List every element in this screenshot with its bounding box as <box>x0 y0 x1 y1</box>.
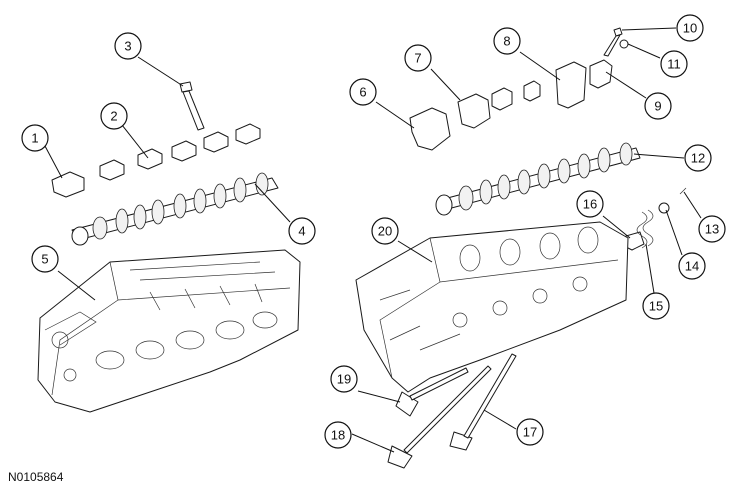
callout-5: 5 <box>31 245 59 273</box>
svg-text:9: 9 <box>654 99 661 114</box>
svg-text:19: 19 <box>337 372 351 387</box>
svg-text:1: 1 <box>31 131 38 146</box>
right-camshaft <box>435 142 641 216</box>
left-bolt <box>179 81 205 131</box>
callout-16: 16 <box>576 190 604 218</box>
right-rocker-arms <box>409 59 613 151</box>
callouts: 1 2 3 4 5 6 7 8 9 10 11 12 13 14 15 16 1… <box>21 14 726 449</box>
callout-6: 6 <box>349 78 377 106</box>
figure-id-label: N0105864 <box>8 470 64 484</box>
callout-20: 20 <box>371 217 399 245</box>
svg-text:18: 18 <box>331 428 345 443</box>
svg-text:8: 8 <box>503 34 510 49</box>
callout-4: 4 <box>288 217 316 245</box>
callout-8: 8 <box>493 27 521 55</box>
svg-text:7: 7 <box>414 51 421 66</box>
leader-lines <box>44 27 702 453</box>
left-roller-followers <box>51 123 261 198</box>
svg-text:2: 2 <box>110 109 117 124</box>
callout-10: 10 <box>676 14 704 42</box>
svg-text:11: 11 <box>667 57 681 72</box>
svg-text:6: 6 <box>359 85 366 100</box>
svg-text:14: 14 <box>685 259 699 274</box>
callout-13: 13 <box>698 215 726 243</box>
callout-7: 7 <box>404 44 432 72</box>
svg-text:12: 12 <box>691 151 705 166</box>
callout-12: 12 <box>684 144 712 172</box>
svg-text:5: 5 <box>41 252 48 267</box>
callout-15: 15 <box>642 292 670 320</box>
valves <box>387 353 517 469</box>
svg-text:4: 4 <box>298 224 305 239</box>
svg-text:16: 16 <box>583 197 597 212</box>
callout-9: 9 <box>644 92 672 120</box>
right-bolts <box>603 27 629 57</box>
svg-text:17: 17 <box>523 425 537 440</box>
left-camshaft <box>71 172 279 246</box>
svg-text:3: 3 <box>124 39 131 54</box>
callout-14: 14 <box>678 252 706 280</box>
svg-text:15: 15 <box>649 299 663 314</box>
svg-text:20: 20 <box>378 224 392 239</box>
callout-19: 19 <box>330 365 358 393</box>
callout-2: 2 <box>100 102 128 130</box>
callout-3: 3 <box>114 32 142 60</box>
callout-18: 18 <box>324 421 352 449</box>
callout-17: 17 <box>516 418 544 446</box>
left-cylinder-head <box>37 249 301 413</box>
svg-text:13: 13 <box>705 222 719 237</box>
svg-text:10: 10 <box>683 21 697 36</box>
right-cylinder-head <box>355 221 629 393</box>
callout-1: 1 <box>21 124 49 152</box>
callout-11: 11 <box>660 50 688 78</box>
